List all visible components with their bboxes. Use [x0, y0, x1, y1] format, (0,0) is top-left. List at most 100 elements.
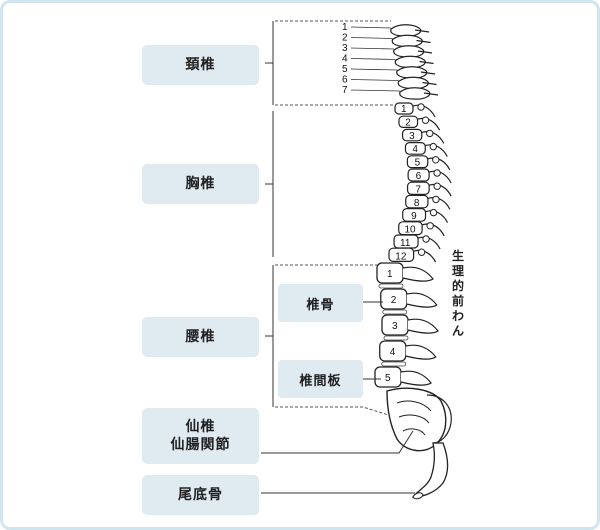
lumbar-bracket	[265, 265, 274, 407]
cervical-leader-line	[350, 58, 396, 60]
thoracic-number: 8	[414, 198, 420, 209]
cervical-vertebra	[394, 55, 426, 69]
thoracic-spinous-process	[427, 157, 451, 171]
thoracic-number: 1	[401, 104, 407, 115]
cervical-label-text: 頚椎	[185, 57, 216, 73]
lumbar-label: 腰椎	[142, 317, 259, 357]
thoracic-vertebra-body	[404, 142, 426, 155]
ilium-outline	[426, 394, 452, 444]
coccyx-label: 尾底骨	[142, 475, 259, 515]
thoracic-number: 12	[395, 251, 407, 262]
thoracic-spinous-process	[413, 249, 437, 263]
coccyx-tip	[412, 492, 424, 500]
cervical-bracket	[265, 21, 274, 105]
cervical-number: 4	[342, 54, 348, 65]
cervical-number: 1	[342, 22, 348, 33]
thoracic-number: 9	[411, 211, 417, 222]
thoracic-facet	[432, 156, 440, 164]
thoracic-number: 7	[415, 184, 421, 195]
thoracic-vertebra-body	[401, 128, 423, 142]
thoracic-number: 3	[409, 131, 415, 142]
thoracic-vertebra-body	[406, 181, 430, 195]
thoracic-label: 胸椎	[142, 164, 259, 204]
thoracic-spinous-process	[421, 223, 445, 237]
thoracic-spinous-process	[425, 144, 448, 157]
cervical-number: 2	[342, 33, 348, 44]
thoracic-spinous-process	[427, 197, 451, 210]
vertebral-body-callout: 椎骨	[278, 284, 363, 322]
coccyx-label-text: 尾底骨	[178, 487, 223, 503]
thoracic-number: 5	[415, 158, 421, 169]
cervical-leader-line	[350, 79, 399, 81]
disc-callout-text: 椎間板	[299, 373, 342, 389]
cervical-label: 頚椎	[142, 45, 259, 85]
thoracic-vertebra-body	[406, 155, 429, 169]
disc-callout: 椎間板	[278, 360, 363, 398]
sacrum-leader-line	[261, 430, 414, 454]
cervical-process	[417, 50, 433, 54]
thoracic-vertebra-body	[394, 102, 414, 115]
cervical-leader-line	[350, 68, 398, 71]
lumbar-label-text: 腰椎	[185, 329, 216, 345]
cervical-number: 6	[342, 75, 348, 86]
thoracic-number: 6	[416, 171, 422, 182]
lumbar-number: 1	[387, 269, 393, 280]
vertebral-body-callout-text: 椎骨	[306, 297, 335, 313]
thoracic-number: 2	[405, 117, 411, 128]
cervical-vertebra	[393, 45, 425, 58]
thoracic-facet	[417, 103, 425, 111]
thoracic-bracket	[265, 111, 274, 257]
thoracic-label-text: 胸椎	[185, 176, 216, 192]
thoracic-facet	[432, 195, 440, 204]
lumbar-spinous-process	[400, 370, 432, 386]
thoracic-number: 4	[412, 144, 418, 155]
thoracic-facet	[433, 169, 441, 177]
lumbar-spinous-process	[402, 266, 434, 282]
cervical-process	[423, 92, 439, 96]
thoracic-spinous-process	[417, 117, 441, 131]
thoracic-spinous-process	[428, 183, 452, 197]
thoracic-vertebra-body	[388, 247, 415, 262]
cervical-vertebra	[391, 34, 423, 48]
cervical-leader-line	[350, 47, 395, 50]
thoracic-spinous-process	[412, 104, 436, 118]
thoracic-facet	[421, 116, 430, 124]
cervical-leader-line	[350, 26, 392, 29]
lumbar-spinous-process	[405, 344, 437, 360]
intervertebral-disc	[383, 335, 409, 341]
lumbar-number: 4	[390, 347, 396, 358]
lumbar-dashed-outline	[275, 264, 396, 418]
thoracic-facet	[417, 248, 426, 256]
cervical-leader-line	[350, 89, 401, 92]
lumbar-number: 5	[385, 373, 391, 384]
intervertebral-disc	[378, 283, 404, 289]
thoracic-number: 10	[404, 225, 416, 236]
cervical-process	[422, 81, 437, 86]
cervical-vertebra	[396, 66, 428, 79]
thoracic-facet	[429, 142, 437, 151]
cervical-vertebra	[390, 24, 422, 37]
thoracic-vertebra-body	[407, 168, 430, 182]
sacrum-label-line1: 仙椎	[185, 419, 216, 435]
cervical-vertebra	[399, 87, 431, 100]
intervertebral-disc	[381, 361, 407, 367]
cervical-number: 5	[342, 64, 348, 75]
lordosis-label: 生理的前わん	[451, 249, 464, 338]
lumbar-spinous-process	[407, 318, 439, 334]
intervertebral-disc	[382, 309, 408, 315]
thoracic-spinous-process	[428, 170, 452, 184]
cervical-process	[420, 71, 436, 75]
cervical-leader-line	[350, 37, 393, 39]
thoracic-facet	[426, 129, 434, 138]
thoracic-facet	[429, 208, 438, 217]
cervical-process	[419, 60, 434, 65]
thoracic-spinous-process	[421, 131, 445, 144]
cervical-process	[416, 39, 431, 44]
lumbar-spinous-process	[406, 292, 438, 308]
thoracic-spinous-process	[425, 210, 449, 223]
thoracic-vertebra-body	[398, 115, 419, 128]
cervical-dashed-outline	[275, 20, 395, 106]
sacrum-label: 仙椎 仙腸関節	[142, 408, 259, 464]
